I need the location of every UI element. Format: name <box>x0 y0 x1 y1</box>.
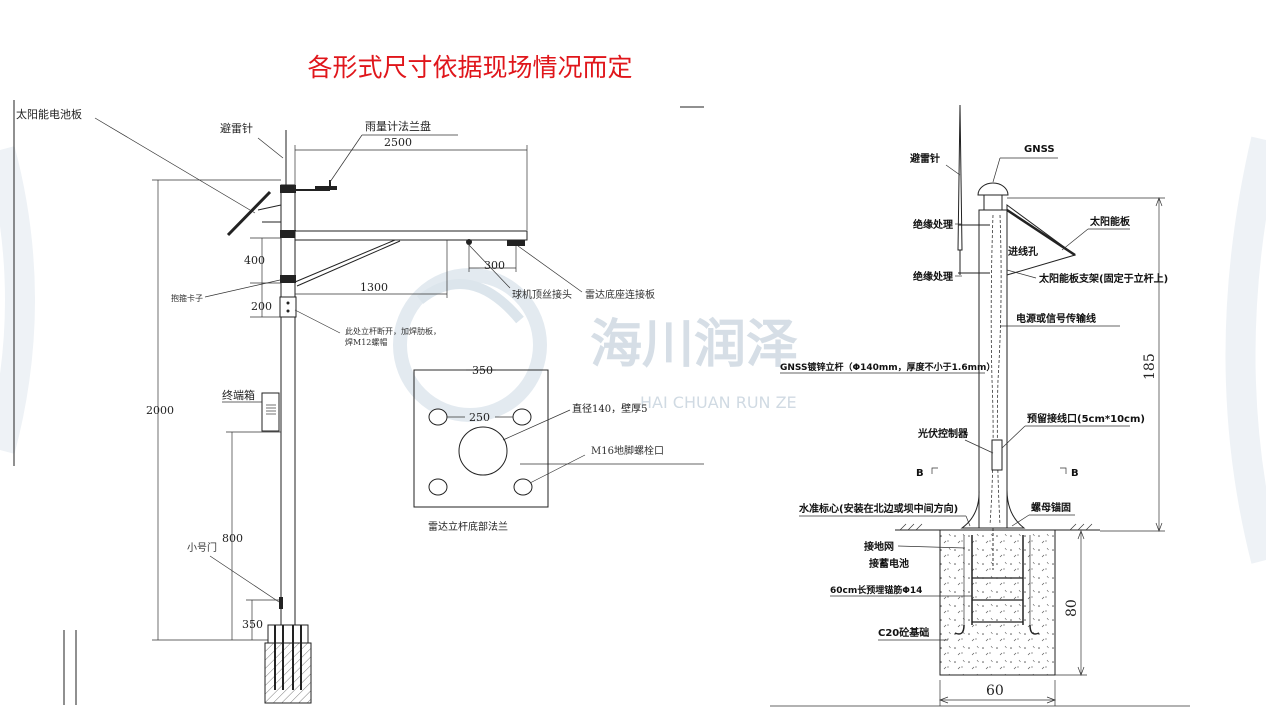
label-battery: 接蓄电池 <box>869 557 909 570</box>
svg-text:60: 60 <box>986 683 1004 699</box>
svg-text:300: 300 <box>484 259 505 272</box>
label-insulation-1: 绝缘处理 <box>913 218 953 231</box>
label-anchor-bolt: M16地脚螺栓口 <box>591 444 664 457</box>
terminal-box <box>261 392 280 432</box>
label-reinforce-note-2: 焊M12螺帽 <box>345 337 387 347</box>
svg-text:185: 185 <box>1142 353 1158 380</box>
dim-60: 60 <box>939 680 1056 706</box>
svg-text:2000: 2000 <box>146 404 174 417</box>
label-nut-anchor: 螺母锚固 <box>1031 501 1071 514</box>
svg-text:350: 350 <box>472 364 493 377</box>
dim-400-200: 400 200 <box>244 237 281 318</box>
label-foundation: C20砼基础 <box>878 626 929 639</box>
dim-2000: 2000 <box>146 179 281 641</box>
left-foundation <box>264 624 312 704</box>
label-cable: 电源或信号传输线 <box>1016 312 1096 325</box>
label-camera-connector: 球机顶丝接头 <box>512 288 572 301</box>
label-flange-caption: 雷达立杆底部法兰 <box>428 520 508 533</box>
gnss-pole <box>958 209 1008 529</box>
label-lightning-rod: 避雷针 <box>220 121 253 135</box>
label-level-mark: 水准标心(安装在北边或坝中间方向) <box>798 502 958 515</box>
label-rebar: 60cm长预埋锚筋Φ14 <box>830 584 922 596</box>
label-solar-panel: 太阳能电池板 <box>16 107 82 121</box>
dim-800: 800 <box>222 431 281 640</box>
dim-80: 80 <box>1055 530 1087 676</box>
flange-detail: 350 250 <box>413 364 586 508</box>
solar-panel-leader <box>94 117 256 214</box>
background-decoration <box>0 136 1266 564</box>
dim-185: 185 <box>1007 197 1165 532</box>
svg-text:800: 800 <box>222 532 243 545</box>
gnss-antenna <box>977 182 1009 212</box>
page-title: 各形式尺寸依据现场情况而定 <box>307 53 633 82</box>
radar-pole <box>279 130 297 626</box>
svg-text:250: 250 <box>469 411 490 424</box>
label-small-door: 小号门 <box>187 541 217 554</box>
label-cable-hole: 进线孔 <box>1008 245 1038 258</box>
watermark-cn: 海川润泽 <box>590 315 798 375</box>
label-gnss: GNSS <box>1024 144 1055 155</box>
label-pv-controller: 光伏控制器 <box>917 427 969 440</box>
label-reinforce-note-1: 此处立杆断开，加焊肋板， <box>345 326 441 336</box>
svg-text:1300: 1300 <box>360 281 388 294</box>
label-solar-panel-right: 太阳能板 <box>1089 215 1131 228</box>
label-rain-gauge-flange: 雨量计法兰盘 <box>365 119 431 133</box>
label-pole: GNSS镀锌立杆（Φ140mm，厚度不小于1.6mm） <box>780 361 995 373</box>
watermark-en: HAI CHUAN RUN ZE <box>640 393 797 412</box>
solar-panel <box>226 190 282 237</box>
dim-2500: 2500 <box>294 136 528 230</box>
label-terminal-box: 终端箱 <box>222 388 255 402</box>
label-b-left: B <box>916 468 924 479</box>
label-insulation-2: 绝缘处理 <box>913 270 953 283</box>
left-diagram: 太阳能电池板 避雷针 雨量计法兰盘 2500 <box>13 100 704 705</box>
label-gnss-lightning-rod: 避雷针 <box>909 152 940 165</box>
dim-1300: 1300 <box>295 240 448 298</box>
radar-arm <box>294 230 528 287</box>
label-radar-base-connector: 雷达底座连接板 <box>585 288 655 301</box>
concrete-foundation <box>939 528 1056 676</box>
label-reserved-port: 预留接线口(5cm*10cm) <box>1027 412 1145 425</box>
svg-text:400: 400 <box>244 254 265 267</box>
right-diagram: 避雷针 GNSS 绝缘处理 太阳能板 进线孔 绝缘处理 太阳能板支架(固定于立杆… <box>770 104 1190 707</box>
svg-text:2500: 2500 <box>384 136 412 149</box>
label-hoop-clamp: 抱箍卡子 <box>171 293 203 303</box>
svg-text:200: 200 <box>251 300 272 313</box>
label-ground-net: 接地网 <box>864 540 894 553</box>
svg-text:80: 80 <box>1064 599 1080 617</box>
label-diameter-note: 直径140，壁厚5 <box>572 402 647 415</box>
dim-300: 300 <box>468 245 517 272</box>
gnss-lightning-rod <box>957 104 963 275</box>
dim-350: 350 <box>242 599 279 640</box>
watermark: 海川润泽 HAI CHUAN RUN ZE <box>393 268 798 422</box>
label-panel-bracket: 太阳能板支架(固定于立杆上) <box>1038 272 1168 285</box>
label-b-right: B <box>1071 468 1079 479</box>
svg-text:350: 350 <box>242 618 263 631</box>
